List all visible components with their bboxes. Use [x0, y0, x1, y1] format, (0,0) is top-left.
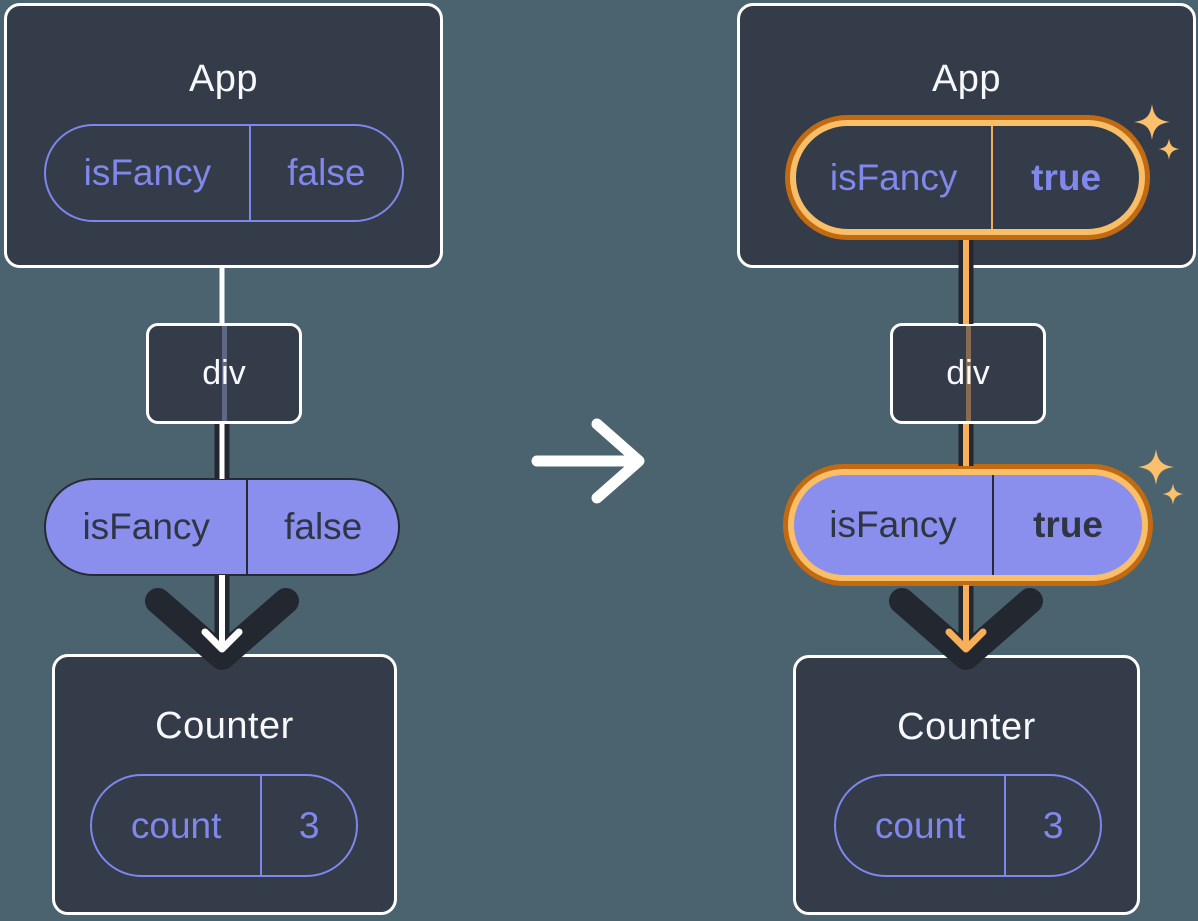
after-flow-arrow-down-icon [889, 585, 1043, 670]
sparkle-icon [1162, 483, 1184, 505]
after-counter-state-value: 3 [1042, 804, 1064, 846]
after-app-prop-value: true [1031, 156, 1102, 198]
before-flow-arrow-down-icon [145, 575, 299, 670]
transition-arrow-icon [531, 418, 645, 504]
after-counter-state-pill: count 3 [834, 774, 1102, 877]
after-counter-state-name: count [836, 776, 1007, 875]
after-app-prop-pill-highlighted: isFancy true [790, 120, 1145, 235]
before-counter-title: Counter [155, 705, 294, 747]
before-div-through-line [221, 326, 227, 421]
after-app-title: App [931, 58, 1002, 100]
after-div-box: div [890, 323, 1046, 424]
before-counter-state-name: count [92, 776, 263, 875]
after-div-through-line [965, 326, 971, 421]
before-counter-state-pill: count 3 [90, 774, 358, 877]
before-passed-prop-value: false [284, 506, 363, 547]
before-app-title: App [188, 58, 259, 100]
after-div-label: div [946, 354, 990, 392]
before-div-label: div [202, 354, 246, 392]
after-app-prop-name: isFancy [796, 126, 994, 229]
after-counter-title: Counter [897, 706, 1036, 748]
before-app-prop-value: false [287, 152, 366, 193]
after-passed-prop-pill-highlighted: isFancy true [788, 469, 1148, 581]
before-passed-prop-pill: isFancy false [44, 478, 400, 576]
after-passed-prop-value: true [1033, 504, 1103, 545]
before-counter-state-value: 3 [298, 804, 320, 846]
before-app-prop-name: isFancy [46, 126, 251, 220]
before-counter-box: Counter [52, 654, 397, 915]
before-app-prop-pill: isFancy false [44, 124, 404, 222]
sparkle-icon [1138, 449, 1174, 485]
before-div-box: div [146, 323, 302, 424]
before-passed-prop-name: isFancy [46, 480, 249, 574]
after-passed-prop-name: isFancy [794, 475, 995, 575]
